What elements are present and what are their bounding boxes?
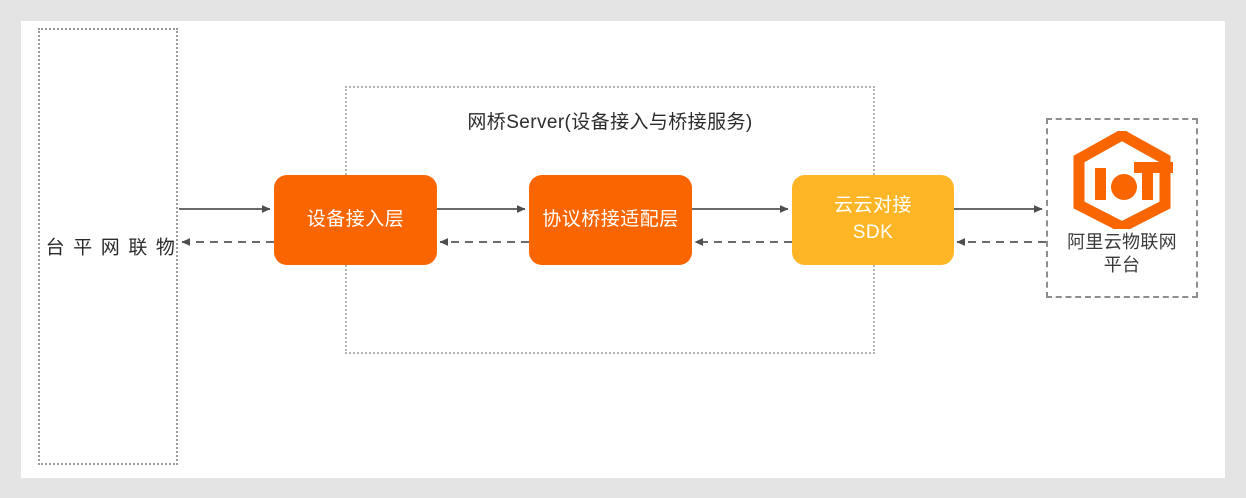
protocol-bridge-adapter-box[interactable]: 协议桥接适配层 xyxy=(529,175,692,265)
iot-logo xyxy=(1073,131,1173,229)
iot-platform-box: 物 联 网 平 台 xyxy=(38,28,178,465)
iot-platform-label: 物 联 网 平 台 xyxy=(42,236,174,257)
aliyun-platform-label: 阿里云物联网 平台 xyxy=(1067,232,1177,276)
device-access-layer-box[interactable]: 设备接入层 xyxy=(274,175,437,265)
bridge-server-title: 网桥Server(设备接入与桥接服务) xyxy=(467,112,753,133)
cloud-connect-sdk-box[interactable]: 云云对接 SDK xyxy=(792,175,954,265)
aliyun-platform-box: 阿里云物联网 平台 xyxy=(1046,118,1198,298)
diagram-canvas: 物 联 网 平 台 网桥Server(设备接入与桥接服务) 设备接入层 协议桥接… xyxy=(21,21,1225,478)
